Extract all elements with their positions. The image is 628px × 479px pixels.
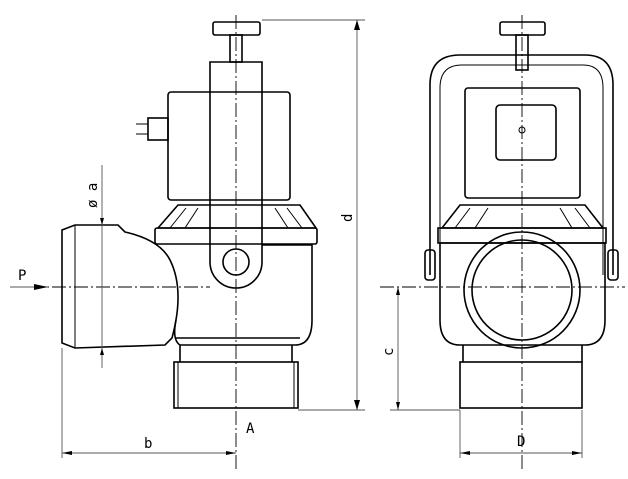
label-c: c <box>381 348 397 356</box>
label-a-axis: A <box>246 421 255 437</box>
yoke-frame <box>429 54 614 275</box>
inlet-port <box>61 224 179 349</box>
adjust-knob-front <box>499 21 546 36</box>
solenoid-coil <box>167 91 291 201</box>
connector-window <box>495 104 557 161</box>
body-front <box>439 242 606 346</box>
label-d: d <box>340 214 356 222</box>
label-D: D <box>517 434 525 450</box>
side-view <box>10 15 365 470</box>
yoke <box>209 61 263 289</box>
connector <box>147 117 169 141</box>
finned-bonnet <box>156 204 318 229</box>
coil-front <box>464 87 581 199</box>
label-diameter-a: ø a <box>85 183 101 208</box>
adjust-knob <box>212 21 261 36</box>
label-p: P <box>18 268 26 284</box>
outlet-nut-front <box>459 361 583 409</box>
front-view <box>380 15 625 470</box>
label-b: b <box>144 436 152 452</box>
